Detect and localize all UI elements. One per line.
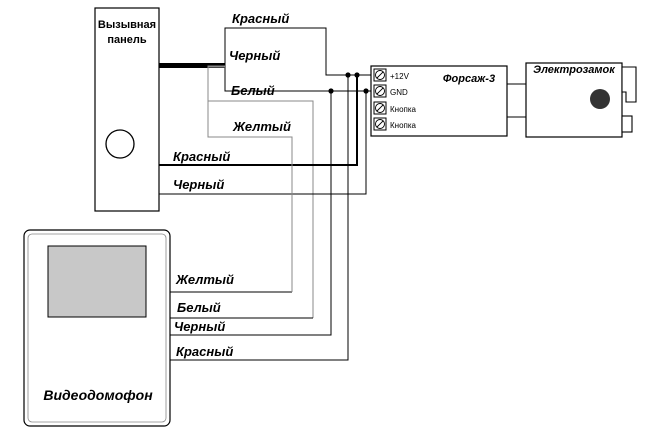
lock-latch-icon xyxy=(621,115,633,133)
label-vp-red: Красный xyxy=(176,344,233,359)
call-panel: Вызывная панель xyxy=(94,7,160,212)
controller: Форсаж-3 +12V GND Кнопка Кнопка xyxy=(370,65,508,137)
videophone: Видеодомофон xyxy=(23,229,171,427)
wire-panel-bottom-black xyxy=(159,91,367,195)
terminal-label-button-2: Кнопка xyxy=(390,121,417,130)
controller-body xyxy=(370,65,508,137)
videophone-wires xyxy=(170,75,349,361)
label-panel-black: Черный xyxy=(229,48,280,63)
panel-bottom-wires xyxy=(159,75,367,195)
terminal-gnd: GND xyxy=(373,84,408,98)
label-panel-bottom-red: Красный xyxy=(173,149,230,164)
junction-dot xyxy=(328,88,334,94)
call-panel-body xyxy=(94,7,160,212)
terminal-label-button-1: Кнопка xyxy=(390,105,417,114)
controller-title: Форсаж-3 xyxy=(443,73,495,85)
terminal-12v: +12V xyxy=(373,68,410,82)
label-panel-yellow: Желтый xyxy=(232,119,291,134)
call-button-icon xyxy=(105,129,135,159)
videophone-title: Видеодомофон xyxy=(43,387,153,403)
lock-title: Электрозамок xyxy=(533,64,616,76)
label-panel-red: Красный xyxy=(232,11,289,26)
junction-dot xyxy=(345,72,351,78)
label-panel-bottom-black: Черный xyxy=(173,177,224,192)
electric-lock: Электрозамок xyxy=(525,62,637,138)
wire-panel-bottom-red xyxy=(159,75,358,166)
junction-dot xyxy=(354,72,360,78)
call-panel-label-1: Вызывная xyxy=(98,19,156,31)
label-vp-black: Черный xyxy=(174,319,225,334)
wire-labels: Красный Черный Белый Желтый Красный Черн… xyxy=(173,11,291,359)
terminal-label-gnd: GND xyxy=(390,88,408,97)
label-panel-white: Белый xyxy=(231,83,275,98)
label-vp-yellow: Желтый xyxy=(175,272,234,287)
lock-bolt-icon xyxy=(621,66,637,103)
junctions xyxy=(328,72,369,94)
label-vp-white: Белый xyxy=(177,300,221,315)
wire-panel-red xyxy=(224,27,374,76)
panel-cable xyxy=(159,63,225,68)
lock-cylinder-icon xyxy=(590,89,610,109)
videophone-screen xyxy=(47,245,147,318)
wire-vp-red xyxy=(170,75,349,361)
terminal-button-1: Кнопка xyxy=(373,101,417,115)
terminal-label-12v: +12V xyxy=(390,72,410,81)
junction-dot xyxy=(363,88,369,94)
call-panel-label-2: панель xyxy=(107,34,147,46)
videophone-inner-frame xyxy=(27,233,167,423)
wire-vp-black xyxy=(170,91,332,336)
terminal-button-2: Кнопка xyxy=(373,117,417,131)
